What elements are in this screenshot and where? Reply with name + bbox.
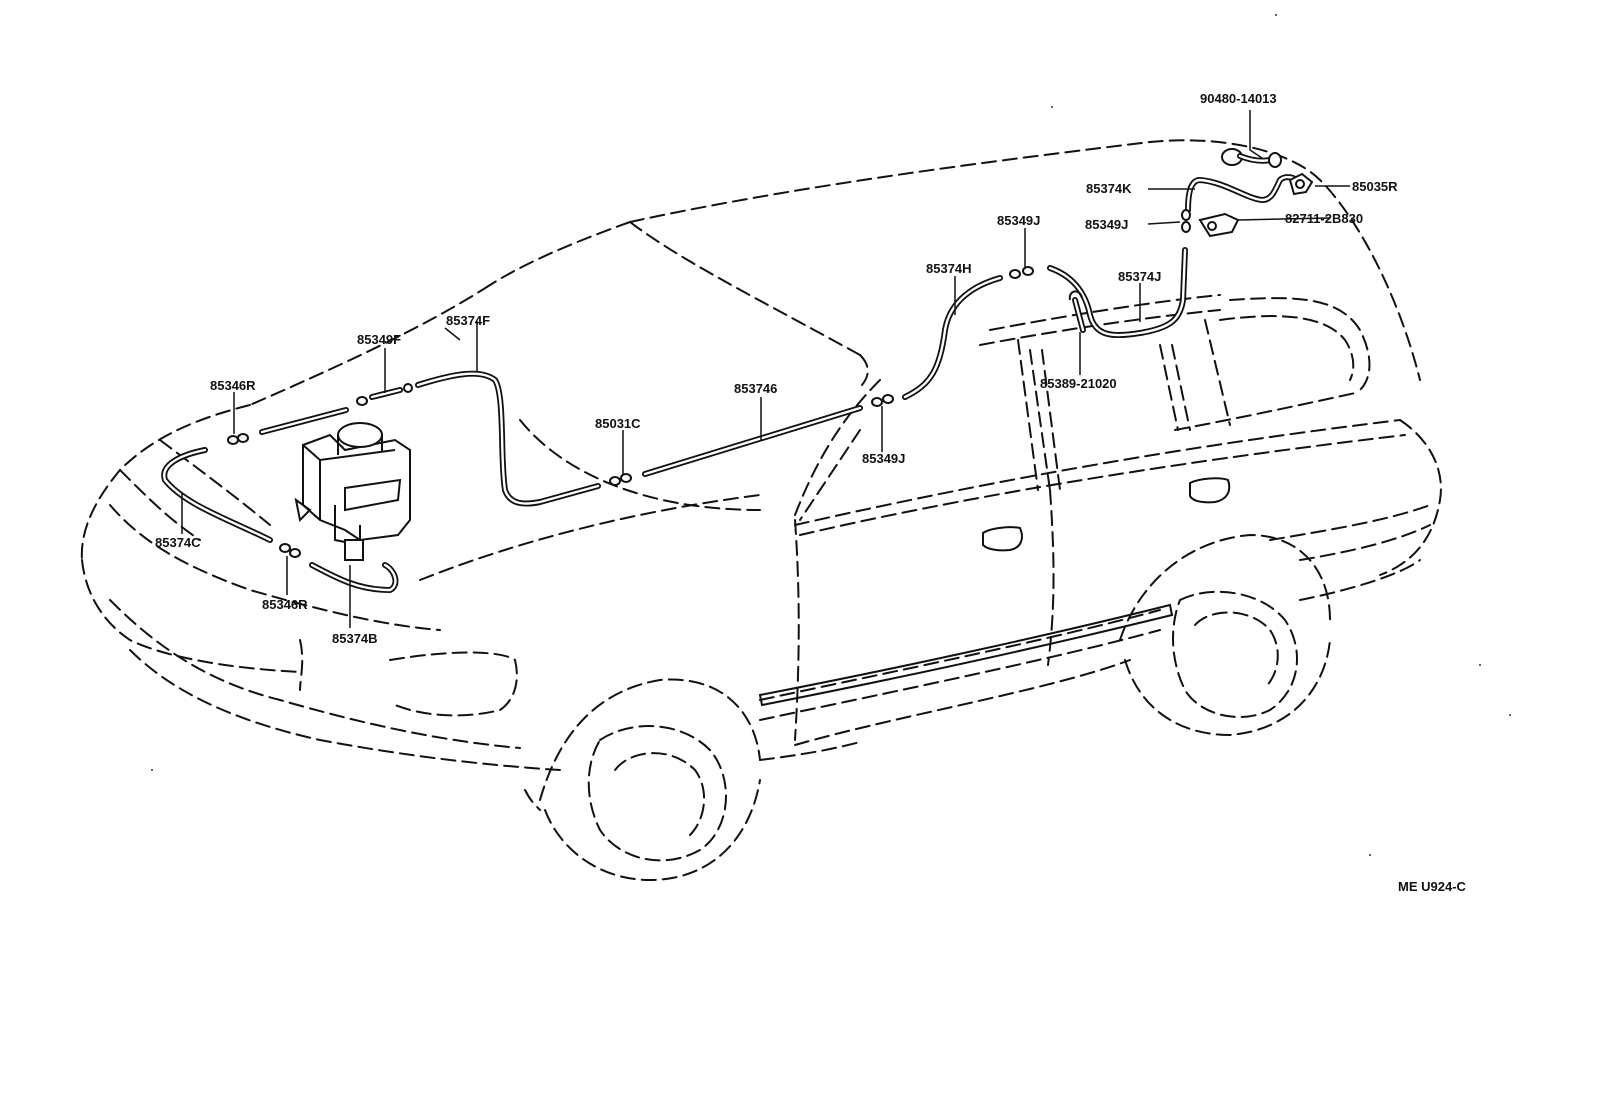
label-85349F: 85349F [357, 332, 401, 347]
vehicle-outline [80, 139, 1442, 882]
hose-85374K [1185, 174, 1301, 213]
connector-85346R-low [279, 543, 301, 558]
label-85374G: 853746 [734, 381, 777, 396]
diagram-reference-code: ME U924-C [1398, 879, 1467, 894]
hose-85374F [415, 370, 601, 507]
label-85349J-mid: 85349J [1085, 217, 1128, 232]
label-85349J-top: 85349J [997, 213, 1040, 228]
hose-85374C [161, 447, 273, 543]
label-85035R: 85035R [1352, 179, 1398, 194]
label-85031C: 85031C [595, 416, 641, 431]
hose-segment-front [259, 407, 349, 435]
connector-85349J-low [871, 394, 894, 407]
connector-85031C [609, 473, 632, 486]
label-85374C: 85374C [155, 535, 201, 550]
hose-85374J [1047, 247, 1188, 339]
part-labels: 90480-14013 85374K 85035R 85349J 85349J … [155, 91, 1398, 646]
connector-85349F [356, 383, 413, 406]
label-85374J: 85374J [1118, 269, 1161, 284]
connector-85349J-top [1009, 266, 1034, 279]
clip-85389 [1068, 290, 1083, 301]
hose-85374G [642, 405, 863, 477]
nozzle-85035R [1288, 172, 1314, 196]
label-85346R-low: 85346R [262, 597, 308, 612]
label-85374H: 85374H [926, 261, 972, 276]
label-85374K: 85374K [1086, 181, 1132, 196]
label-90480-14013: 90480-14013 [1200, 91, 1277, 106]
leader-lines [181, 110, 1350, 628]
label-82711-2B830: 82711-2B830 [1285, 211, 1363, 226]
label-85346R-top: 85346R [210, 378, 256, 393]
scan-specks [151, 14, 1511, 856]
grommet-90480-14013 [1221, 148, 1282, 168]
hose-85374H [902, 275, 1003, 400]
hose-85389-21020 [1072, 297, 1086, 333]
label-85374F: 85374F [446, 313, 490, 328]
nozzle-82711-2B830 [1198, 212, 1240, 238]
hose-85349F [369, 387, 403, 400]
label-85389-21020: 85389-21020 [1040, 376, 1117, 391]
label-85349J-low: 85349J [862, 451, 905, 466]
hose-85374B [309, 562, 399, 593]
connector-85349J-mid [1181, 209, 1191, 233]
label-85374B: 85374B [332, 631, 378, 646]
connector-85346R-top [227, 433, 249, 445]
washer-tank [294, 422, 411, 561]
